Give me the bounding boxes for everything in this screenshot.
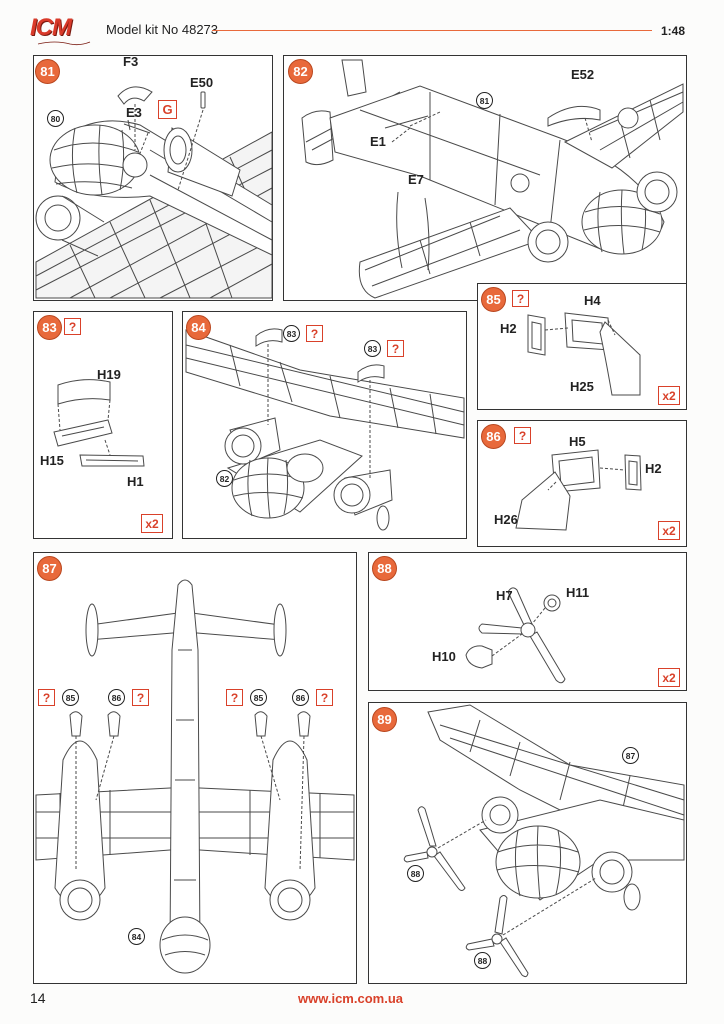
step-number-83: 83: [37, 315, 62, 340]
question-box: ?: [132, 689, 149, 706]
page-number: 14: [30, 990, 46, 1006]
part-h5-label: H5: [569, 434, 586, 449]
ref-circle-84: 84: [128, 928, 145, 945]
ref-circle-86: 86: [292, 689, 309, 706]
part-e50-label: E50: [190, 75, 214, 90]
ref-circle-80: 80: [47, 110, 64, 127]
step-number-86: 86: [481, 424, 506, 449]
question-box: ?: [306, 325, 323, 342]
quantity-badge: x2: [658, 386, 680, 405]
part-e1-label: E1: [370, 134, 386, 149]
panel-step-83: [33, 311, 173, 539]
panel-step-84: [182, 311, 467, 539]
ref-circle-86: 86: [108, 689, 125, 706]
ref-circle-85: 85: [62, 689, 79, 706]
part-e52-label: E52: [571, 67, 595, 82]
part-f3-label: F3: [123, 54, 139, 69]
ref-circle-87: 87: [622, 747, 639, 764]
step-number-85: 85: [481, 287, 506, 312]
ref-circle-83: 83: [283, 325, 300, 342]
step-number-84: 84: [186, 315, 211, 340]
quantity-badge: x2: [658, 668, 680, 687]
question-box: ?: [64, 318, 81, 335]
logo-tagline-mark: [37, 41, 91, 46]
question-box: ?: [387, 340, 404, 357]
paint-code-g: G: [158, 100, 177, 119]
part-h7-label: H7: [496, 588, 513, 603]
question-box: ?: [512, 290, 529, 307]
ref-circle-82: 82: [216, 470, 233, 487]
step-number-82: 82: [288, 59, 313, 84]
question-box: ?: [38, 689, 55, 706]
question-box: ?: [514, 427, 531, 444]
question-box: ?: [316, 689, 333, 706]
step-number-87: 87: [37, 556, 62, 581]
ref-circle-81: 81: [476, 92, 493, 109]
part-h4-label: H4: [584, 293, 601, 308]
kit-number: Model kit No 48273: [106, 22, 219, 37]
header-rule: [212, 30, 652, 31]
panel-step-88: [368, 552, 687, 691]
part-h11-label: H11: [566, 585, 590, 600]
part-h19-label: H19: [97, 367, 121, 382]
panel-step-89: [368, 702, 687, 984]
website-link: www.icm.com.ua: [298, 991, 403, 1006]
part-e7-label: E7: [408, 172, 424, 187]
ref-circle-85: 85: [250, 689, 267, 706]
step-number-89: 89: [372, 707, 397, 732]
part-e3-label: E3: [126, 105, 142, 120]
scale-label: 1:48: [661, 24, 686, 38]
panel-step-87: [33, 552, 357, 984]
step-number-81: 81: [35, 59, 60, 84]
step-number-88: 88: [372, 556, 397, 581]
ref-circle-83: 83: [364, 340, 381, 357]
part-h1-label: H1: [127, 474, 144, 489]
ref-circle-88: 88: [474, 952, 491, 969]
icm-logo: ICM: [30, 14, 72, 41]
part-h10-label: H10: [432, 649, 456, 664]
question-box: ?: [226, 689, 243, 706]
quantity-badge: x2: [141, 514, 163, 533]
panel-step-81: [33, 55, 273, 301]
part-h25-label: H25: [570, 379, 594, 394]
part-h2-label: H2: [500, 321, 517, 336]
quantity-badge: x2: [658, 521, 680, 540]
part-h15-label: H15: [40, 453, 64, 468]
ref-circle-88: 88: [407, 865, 424, 882]
part-h26-label: H26: [494, 512, 518, 527]
part-h2-label: H2: [645, 461, 662, 476]
